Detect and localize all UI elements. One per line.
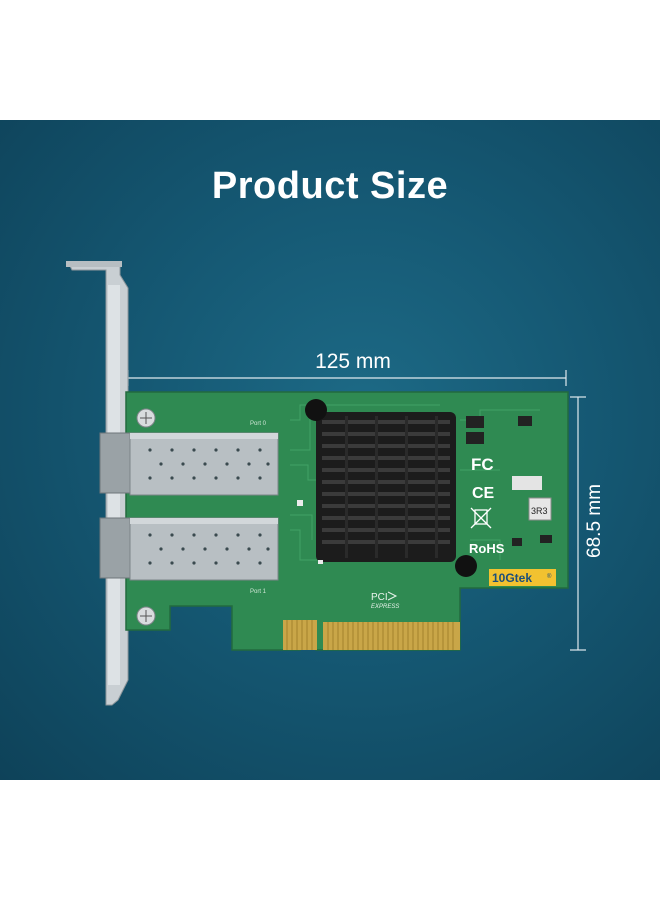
sfp-port-bottom (99, 517, 279, 581)
pci-gold-connector (283, 620, 460, 650)
fc-mark: FC (471, 455, 494, 474)
rohs-mark: RoHS (469, 541, 505, 556)
ce-mark: CE (472, 485, 495, 502)
bottom-screw (136, 606, 156, 626)
brand-registered-mark: ® (547, 573, 552, 580)
inductor-component: 3R3 (528, 497, 552, 521)
sfp-port-top (99, 432, 279, 496)
port-top-label: Port 0 (250, 421, 267, 427)
small-chips (297, 416, 552, 564)
weee-bin-icon (470, 507, 492, 529)
heatsink (305, 399, 477, 577)
pci-express-logo: PCI EXPRESS (371, 591, 399, 610)
brand-badge: 10Gtek ® (489, 569, 556, 586)
inductor-label: 3R3 (531, 506, 548, 516)
page-title: Product Size (211, 165, 449, 207)
port-bottom-label: Port 1 (250, 589, 267, 595)
mounting-bracket (66, 261, 129, 706)
brand-name: 10Gtek (492, 571, 532, 585)
width-dimension-label: 125 mm (315, 350, 391, 373)
top-screw (136, 408, 156, 428)
network-card-illustration: Port 0 Port 1 FC CE (66, 261, 586, 706)
pci-logo-subtext: EXPRESS (371, 604, 399, 610)
pci-logo-text: PCI (371, 592, 388, 603)
height-dimension-label: 68.5 mm (584, 484, 605, 558)
product-image-panel: Product Size (0, 120, 660, 780)
height-dimension-line (570, 396, 586, 651)
